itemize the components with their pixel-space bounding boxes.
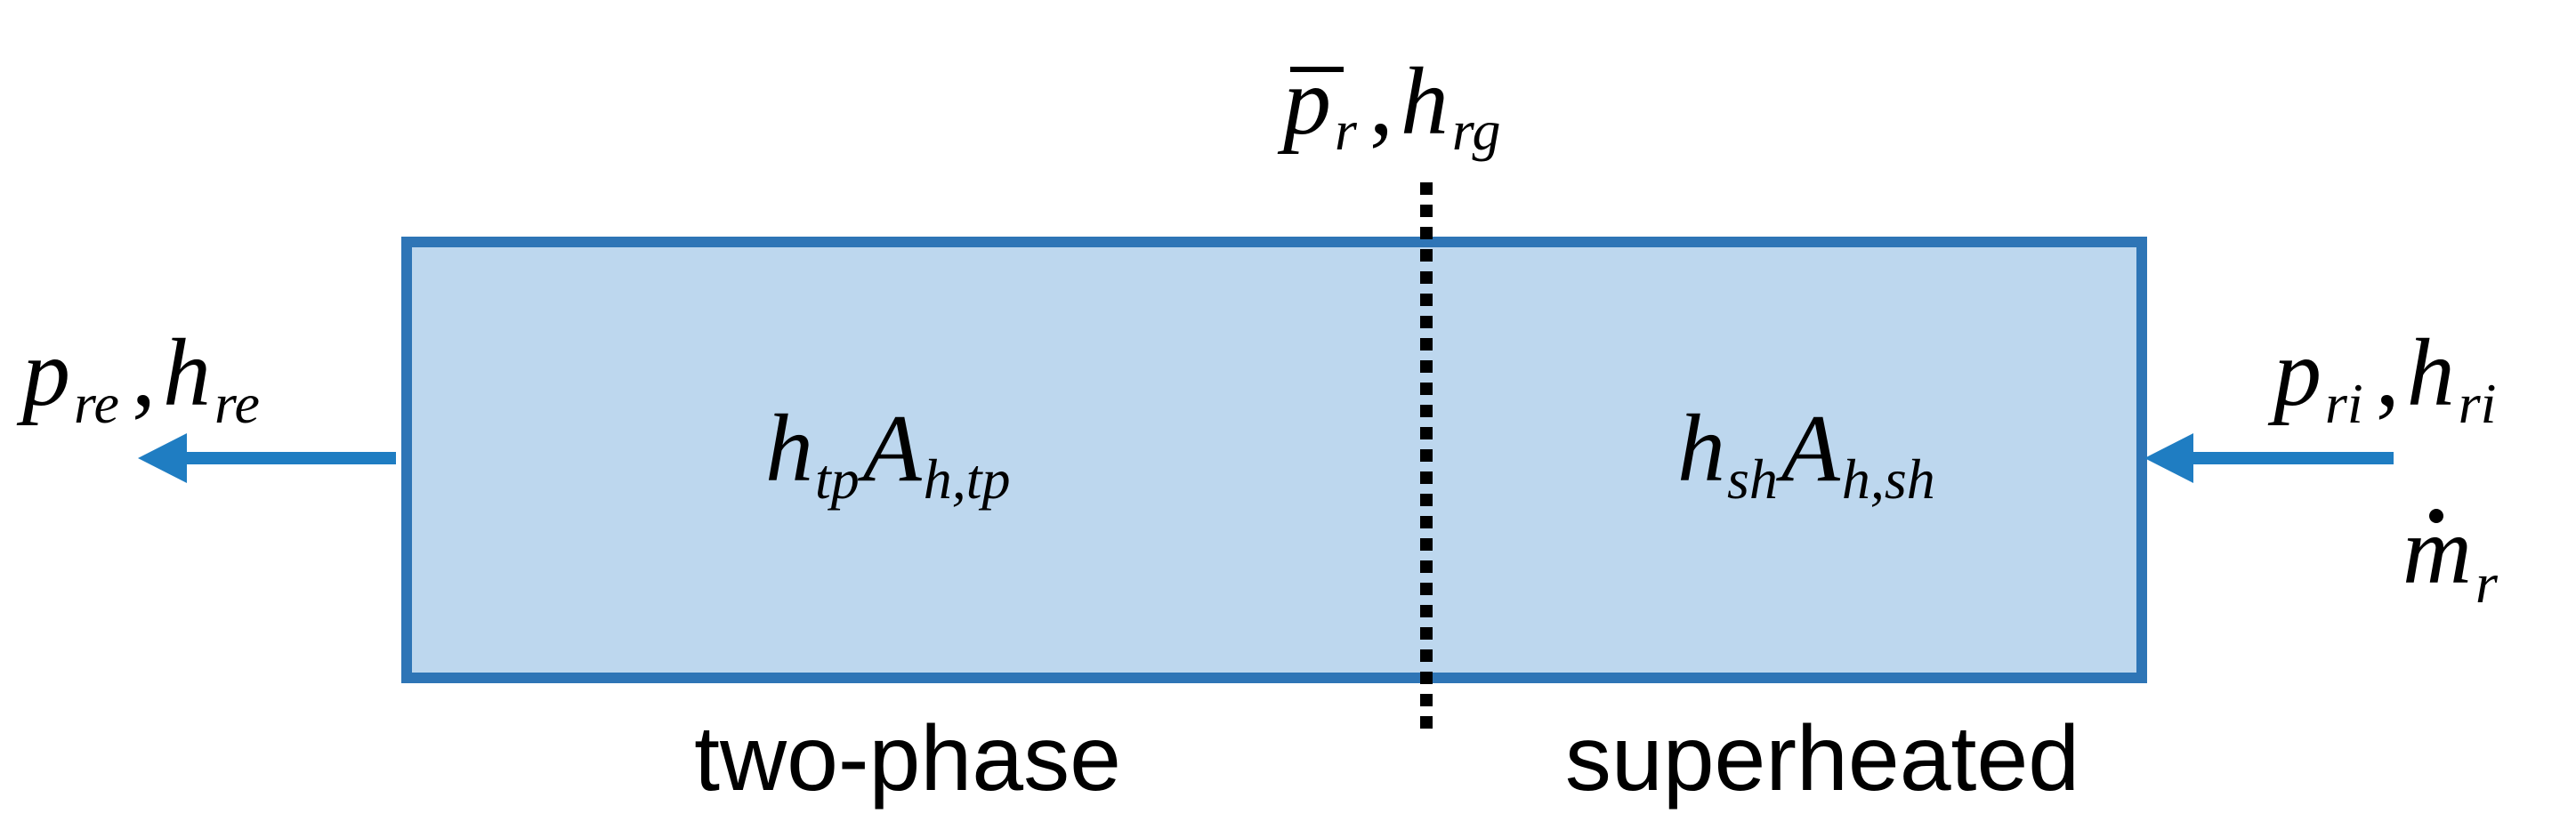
enthalpy-symbol: h xyxy=(1401,49,1449,155)
enthalpy-subscript: ri xyxy=(2459,372,2497,435)
svg-text:mr: mr xyxy=(2402,498,2499,615)
separator: , xyxy=(132,320,156,426)
boundary-state-label: pr,hrg xyxy=(1277,49,1500,162)
svg-text:pr,hrg: pr,hrg xyxy=(1277,49,1500,162)
area-symbol: A xyxy=(1776,396,1841,502)
enthalpy-subscript: rg xyxy=(1452,99,1501,162)
pressure-subscript: r xyxy=(1335,99,1358,162)
superheated-heat-transfer-term: hshAh,sh xyxy=(1677,396,1935,511)
enthalpy-symbol: h xyxy=(163,320,211,426)
htc-subscript: sh xyxy=(1727,447,1778,511)
mass-symbol: m xyxy=(2402,498,2472,604)
htc-symbol: h xyxy=(765,396,813,502)
htc-symbol: h xyxy=(1677,396,1725,502)
pressure-subscript: re xyxy=(74,372,119,435)
enthalpy-symbol: h xyxy=(2407,320,2455,426)
svg-text:pre,hre: pre,hre xyxy=(16,320,260,435)
time-derivative-dot xyxy=(2429,509,2443,523)
inlet-arrow xyxy=(2144,433,2394,483)
area-subscript: h,sh xyxy=(1842,447,1935,511)
separator: , xyxy=(1369,49,1393,155)
svg-text:hshAh,sh: hshAh,sh xyxy=(1677,396,1935,511)
outlet-state-label: pre,hre xyxy=(16,320,260,435)
mass-subscript: r xyxy=(2475,552,2499,615)
two-phase-zone-label: two-phase xyxy=(694,707,1121,810)
pressure-symbol: p xyxy=(2267,320,2322,426)
pressure-subscript: ri xyxy=(2325,372,2363,435)
pressure-symbol: p xyxy=(1277,49,1331,155)
heat-exchanger-box xyxy=(401,237,2147,683)
outlet-arrow xyxy=(138,433,396,483)
area-subscript: h,tp xyxy=(924,447,1011,511)
two-phase-heat-transfer-term: htpAh,tp xyxy=(765,396,1011,511)
separator: , xyxy=(2376,320,2400,426)
enthalpy-subscript: re xyxy=(214,372,260,435)
area-symbol: A xyxy=(858,396,923,502)
inlet-state-label: pri,hri xyxy=(2267,320,2496,435)
htc-subscript: tp xyxy=(815,447,860,511)
svg-text:pri,hri: pri,hri xyxy=(2267,320,2496,435)
mass-flow-label: mr xyxy=(2402,498,2499,615)
pressure-symbol: p xyxy=(16,320,70,426)
svg-text:htpAh,tp: htpAh,tp xyxy=(765,396,1011,511)
superheated-zone-label: superheated xyxy=(1565,707,2079,810)
